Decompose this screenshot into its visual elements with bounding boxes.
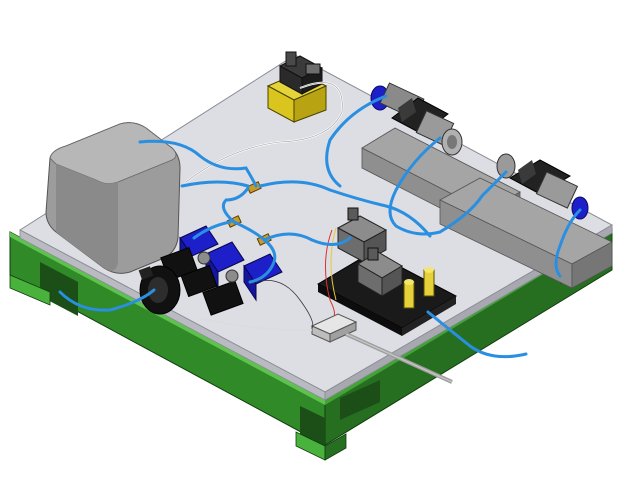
air-hoses [58,94,582,359]
control-manifold-icon [316,207,458,336]
pressure-regulator-icon [266,51,328,123]
pneumatic-cylinder-icon [370,82,589,220]
position-sensor-icon [310,313,453,384]
cylinder-rail-lower [439,177,613,289]
air-tank-icon [45,122,181,274]
signal-wires [185,81,344,331]
